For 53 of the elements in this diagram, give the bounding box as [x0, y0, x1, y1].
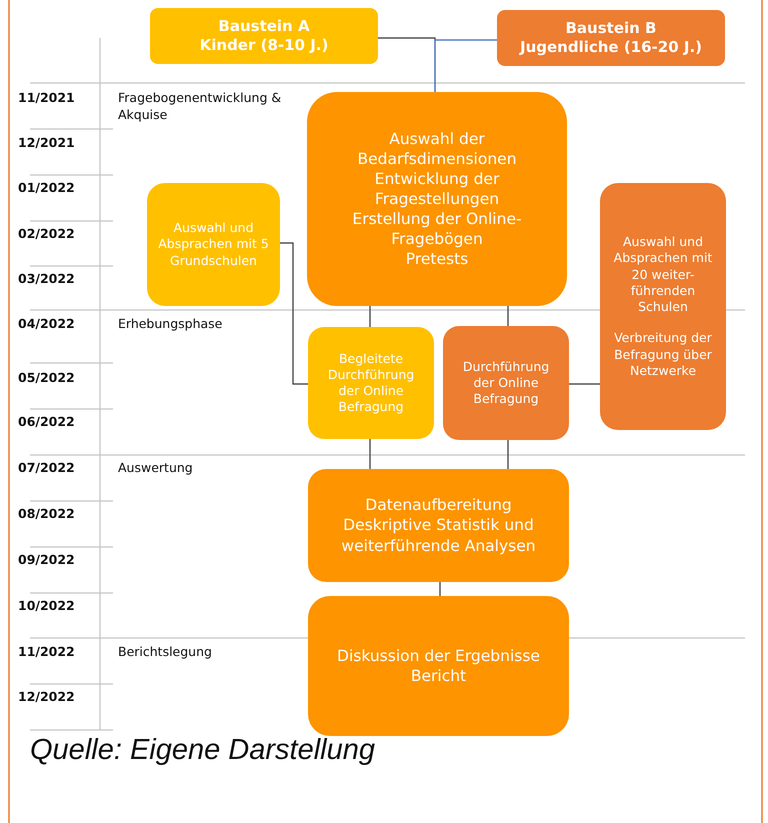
module-box [150, 8, 378, 64]
month-label: 07/2022 [18, 460, 75, 477]
connector-line [569, 383, 600, 385]
process-box [308, 596, 569, 736]
month-label: 05/2022 [18, 370, 75, 387]
phase-label: Berichtslegung [118, 644, 213, 661]
module-box [497, 10, 725, 66]
box-text: Deskriptive Statistik und weiterführende Analysen [340, 515, 537, 556]
box-text: Begleitete Durchführung der Online Befragung [326, 350, 416, 416]
month-label: 03/2022 [18, 271, 75, 288]
month-label: 11/2022 [18, 644, 75, 661]
box-text: Datenaufbereitung [365, 495, 512, 516]
box-text: Auswahl der Bedarfsdimensionen [356, 128, 518, 169]
process-box [600, 183, 726, 430]
box-text: Diskussion der Ergebnisse [337, 646, 540, 666]
box-text: Baustein A [218, 16, 310, 36]
month-label: 12/2021 [18, 135, 75, 152]
box-text: Kinder (8-10 J.) [200, 36, 328, 56]
month-label: 08/2022 [18, 506, 75, 523]
process-box [443, 326, 569, 440]
connector-line [434, 39, 497, 92]
box-text: Erstellung der Online-Fragebögen [351, 209, 523, 250]
phase-label: Fragebogenentwicklung & Akquise [118, 90, 282, 124]
connector-line [280, 242, 308, 385]
connector-line [507, 306, 509, 326]
month-label: 09/2022 [18, 552, 75, 569]
box-text: Bericht [410, 666, 466, 686]
process-box [308, 327, 434, 439]
month-label: 04/2022 [18, 316, 75, 333]
process-box [307, 92, 567, 306]
caption: Quelle: Eigene Darstellung [30, 734, 375, 767]
box-text: Pretests [406, 249, 468, 270]
month-label: 02/2022 [18, 226, 75, 243]
month-label: 12/2022 [18, 689, 75, 706]
connector-line [439, 582, 441, 596]
box-text: Jugendliche (16-20 J.) [520, 38, 702, 58]
phase-label: Auswertung [118, 460, 194, 477]
connector-line [369, 306, 371, 327]
box-text: Auswahl und Absprachen mit 20 weiter-führenden Schulen [612, 234, 714, 316]
box-text: Durchführung der Online Befragung [462, 358, 550, 408]
month-label: 06/2022 [18, 414, 75, 431]
process-box [147, 183, 280, 306]
connector-line [369, 439, 371, 469]
box-text: Verbreitung der Befragung über Netzwerke [613, 330, 713, 379]
connector-line [507, 440, 509, 469]
month-label: 10/2022 [18, 598, 75, 615]
phase-label: Erhebungsphase [118, 316, 224, 333]
month-label: 01/2022 [18, 180, 75, 197]
process-box [308, 469, 569, 582]
box-text: Baustein B [566, 18, 656, 38]
box-text: Auswahl und Absprachen mit 5 Grundschulen [157, 220, 270, 269]
month-label: 11/2021 [18, 90, 75, 107]
box-text: Entwicklung der Fragestellungen [374, 168, 500, 210]
